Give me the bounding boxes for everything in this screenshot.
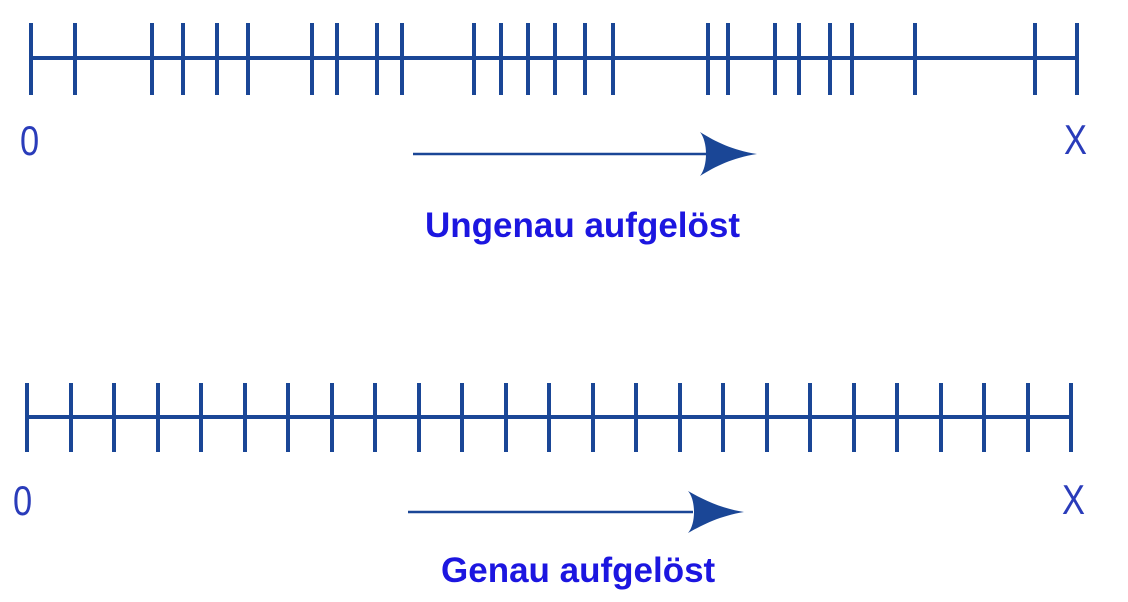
tick-mark xyxy=(69,383,73,452)
tick-mark xyxy=(726,23,730,95)
tick-mark xyxy=(150,23,154,95)
tick-mark xyxy=(808,383,812,452)
tick-mark xyxy=(335,23,339,95)
coarse-origin-label: 0 xyxy=(20,117,40,164)
tick-mark xyxy=(773,23,777,95)
tick-mark xyxy=(156,383,160,452)
coarse-caption: Ungenau aufgelöst xyxy=(425,206,741,245)
tick-mark xyxy=(181,23,185,95)
tick-mark xyxy=(472,23,476,95)
tick-mark xyxy=(1069,383,1073,452)
tick-mark xyxy=(852,383,856,452)
tick-mark xyxy=(913,23,917,95)
tick-mark xyxy=(611,23,615,95)
tick-mark xyxy=(765,383,769,452)
right-arrow-icon xyxy=(408,491,744,533)
tick-mark xyxy=(1026,383,1030,452)
tick-mark xyxy=(678,383,682,452)
tick-mark xyxy=(504,383,508,452)
tick-mark xyxy=(286,383,290,452)
fine-origin-label: 0 xyxy=(13,477,33,524)
tick-mark xyxy=(1075,23,1079,95)
tick-mark xyxy=(373,383,377,452)
tick-mark xyxy=(797,23,801,95)
tick-mark xyxy=(417,383,421,452)
tick-mark xyxy=(499,23,503,95)
tick-mark xyxy=(310,23,314,95)
tick-mark xyxy=(215,23,219,95)
right-arrow-icon xyxy=(413,132,757,176)
tick-mark xyxy=(400,23,404,95)
tick-mark xyxy=(73,23,77,95)
tick-mark xyxy=(526,23,530,95)
tick-mark xyxy=(895,383,899,452)
tick-mark xyxy=(591,383,595,452)
tick-mark xyxy=(553,23,557,95)
fine-end-label: X xyxy=(1062,476,1085,523)
tick-mark xyxy=(29,23,33,95)
coarse-end-label: X xyxy=(1064,116,1087,163)
tick-mark xyxy=(850,23,854,95)
tick-mark xyxy=(25,383,29,452)
tick-mark xyxy=(706,23,710,95)
tick-mark xyxy=(634,383,638,452)
tick-mark xyxy=(243,383,247,452)
tick-mark xyxy=(721,383,725,452)
tick-mark xyxy=(330,383,334,452)
tick-mark xyxy=(112,383,116,452)
fine-caption: Genau aufgelöst xyxy=(441,551,716,590)
tick-mark xyxy=(828,23,832,95)
tick-mark xyxy=(199,383,203,452)
tick-mark xyxy=(1033,23,1037,95)
tick-mark xyxy=(939,383,943,452)
tick-mark xyxy=(375,23,379,95)
tick-mark xyxy=(583,23,587,95)
tick-mark xyxy=(246,23,250,95)
tick-mark xyxy=(460,383,464,452)
tick-mark xyxy=(547,383,551,452)
tick-mark xyxy=(982,383,986,452)
